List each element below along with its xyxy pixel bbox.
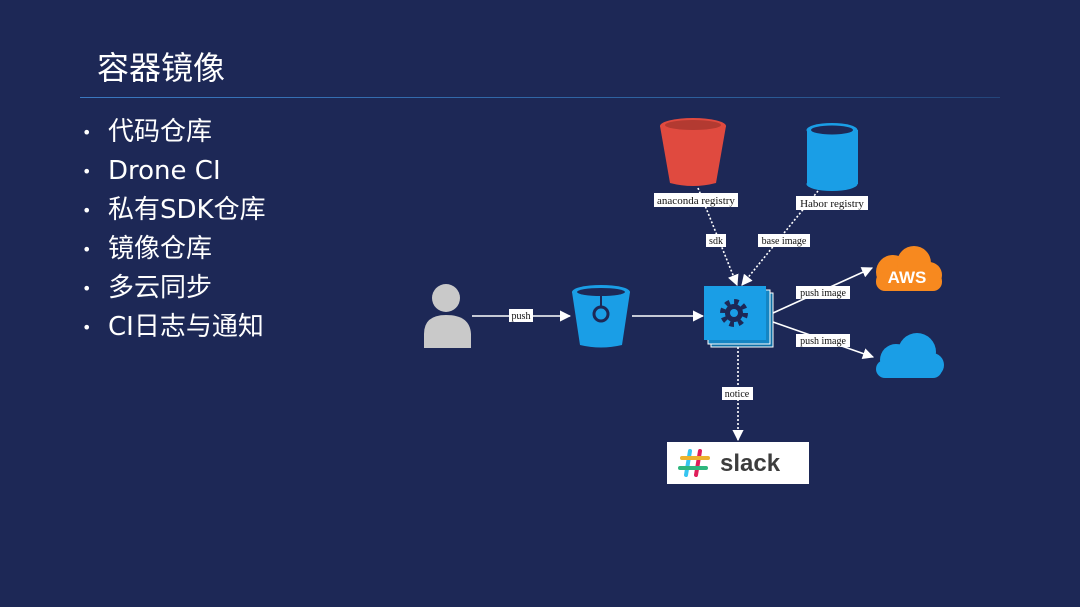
bullet-dot-icon: • [82, 201, 92, 220]
edge-label-bg [758, 234, 810, 247]
bullet-text: 镜像仓库 [108, 234, 213, 264]
harbor-registry-icon [806, 123, 858, 191]
bullet-item: • 私有SDK仓库 [80, 191, 266, 230]
bullet-text: CI日志与通知 [108, 312, 264, 342]
bullet-text: 多云同步 [108, 273, 213, 303]
aws-label: AWS [888, 268, 927, 287]
edge-label-notice: notice [725, 389, 750, 400]
aws-cloud-icon: AWS [876, 246, 942, 291]
bullet-dot-icon: • [82, 162, 92, 181]
edge-label-bg [706, 234, 726, 247]
edge-label-base-image: base image [762, 236, 807, 247]
edge-label-bg [796, 334, 850, 347]
slack-label: slack [720, 450, 781, 477]
edge-label-sdk: sdk [709, 236, 723, 247]
bullet-list: • 代码仓库 • Drone CI • 私有SDK仓库 • 镜像仓库 • 多云同步 • CI… [80, 113, 266, 347]
anaconda-label-bg [654, 193, 738, 207]
bullet-text: 代码仓库 [108, 117, 213, 147]
edge-label-bg [722, 387, 753, 400]
bullet-dot-icon: • [82, 279, 92, 298]
anaconda-registry-label: anaconda registry [657, 195, 735, 207]
bullet-dot-icon: • [82, 318, 92, 337]
bullet-text: 私有SDK仓库 [108, 195, 266, 225]
bullet-item: • 镜像仓库 [80, 230, 266, 269]
edge-label-bg [509, 309, 533, 322]
user-icon [424, 284, 471, 348]
bullet-text: Drone CI [108, 156, 221, 186]
edge-label-bg [796, 286, 850, 299]
edge-label-push: push [512, 311, 531, 322]
bullet-item: • 多云同步 [80, 269, 266, 308]
bullet-item: • 代码仓库 [80, 113, 266, 152]
bullet-item: • Drone CI [80, 152, 266, 191]
slack-logo-icon [678, 449, 710, 477]
slack-node: slack [667, 442, 809, 484]
drone-ci-node [704, 286, 774, 348]
gear-icon [720, 299, 748, 327]
harbor-label-bg [796, 196, 868, 210]
cloud-icon [876, 333, 944, 378]
slide-title: 容器镜像 [97, 49, 226, 87]
bullet-dot-icon: • [82, 240, 92, 259]
bullet-item: • CI日志与通知 [80, 308, 266, 347]
edge-label-push-image-cloud: push image [800, 336, 846, 347]
anaconda-registry-icon [660, 118, 726, 186]
title-divider [80, 97, 1000, 98]
edge-label-push-image-aws: push image [800, 288, 846, 299]
bullet-dot-icon: • [82, 123, 92, 142]
bucket-repo-icon [572, 285, 630, 348]
harbor-registry-label: Habor registry [800, 198, 864, 210]
